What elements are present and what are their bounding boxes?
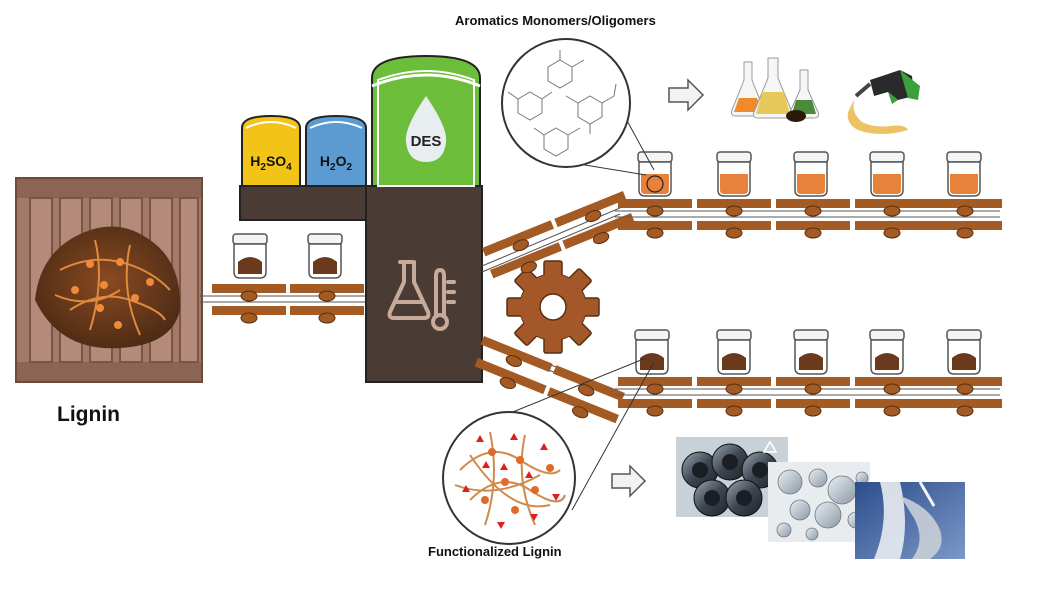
joint-implant-photo: [855, 481, 965, 559]
lower-conveyor: [615, 376, 1003, 417]
reagent-tank-h2so4: H2SO4: [241, 114, 301, 187]
liquid-jar: [946, 151, 982, 197]
lab-glassware-icon: [731, 57, 819, 122]
flask-thermometer-icon: [387, 260, 456, 331]
input-conveyor: [200, 283, 370, 324]
input-jar: [307, 233, 343, 279]
arrow-right-icon: [611, 464, 647, 498]
liquid-jar: [869, 151, 905, 197]
lower-branch-conveyor: [471, 335, 626, 432]
input-jar: [232, 233, 268, 279]
powder-jar: [869, 329, 905, 375]
gear-icon: [506, 260, 600, 354]
des-label: DES: [411, 133, 442, 150]
h2o2-label: H2O2: [320, 153, 353, 173]
functionalized-zoom-callout: [442, 357, 655, 545]
recycle-icon: [762, 440, 778, 453]
aromatics-zoom-callout: [501, 38, 655, 176]
lignin-pile: [35, 226, 181, 349]
reagent-tank-h2o2: H2O2: [305, 114, 367, 187]
powder-jar: [716, 329, 752, 375]
lignin-label: Lignin: [57, 403, 120, 426]
reactor: [239, 185, 483, 383]
aromatics-label: Aromatics Monomers/Oligomers: [455, 13, 656, 28]
powder-jar: [634, 329, 670, 375]
fuel-nozzle-icon: [847, 70, 920, 134]
liquid-jar: [716, 151, 752, 197]
molecule-structures: [507, 50, 617, 157]
powder-jar: [793, 329, 829, 375]
droplet-icon: [405, 96, 447, 162]
upper-conveyor: [615, 198, 1003, 239]
powder-jar: [946, 329, 982, 375]
functionalized-lignin-label: Functionalized Lignin: [428, 544, 562, 559]
liquid-jar: [793, 151, 829, 197]
h2so4-label: H2SO4: [250, 153, 292, 173]
reagent-tank-des: DES: [371, 54, 481, 187]
upper-branch-conveyor: [481, 190, 638, 287]
lignin-crate: [15, 177, 203, 383]
arrow-right-icon: [668, 78, 705, 112]
porous-material-photo: [768, 462, 870, 542]
liquid-jar: [637, 151, 673, 197]
